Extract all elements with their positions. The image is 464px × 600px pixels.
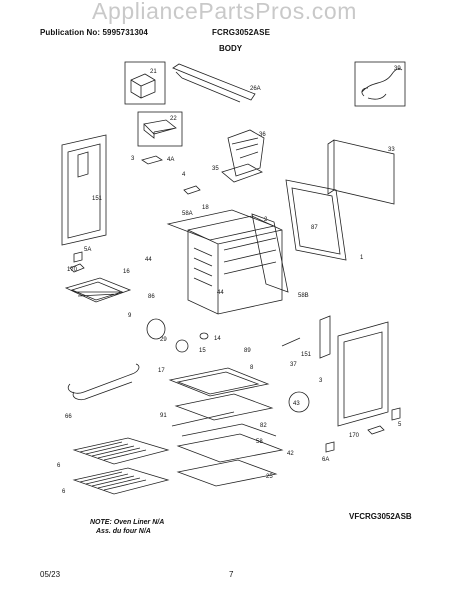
part-91	[171, 411, 235, 427]
part-label: 42	[287, 451, 294, 457]
watermark: AppliancePartsPros.com	[92, 0, 358, 24]
part-label: 5	[398, 422, 402, 428]
part-label: 39	[394, 66, 401, 72]
part-label: 3	[131, 156, 135, 162]
part-label: 36	[259, 132, 266, 138]
section-title: BODY	[219, 44, 243, 53]
part-label: 14	[214, 336, 221, 342]
part-label: 26A	[250, 86, 261, 92]
part-label: 58B	[298, 293, 309, 299]
part-label: 2	[264, 217, 268, 223]
part-label: 35	[212, 166, 219, 172]
part-14	[199, 332, 209, 340]
part-16	[64, 277, 132, 303]
part-1-right-panel	[285, 179, 347, 261]
part-label: 87	[311, 225, 318, 231]
part-label: 170	[67, 267, 78, 273]
part-label: 6	[62, 489, 66, 495]
part-label: 82	[260, 423, 267, 429]
inset-box-22	[137, 111, 183, 147]
part-36	[227, 129, 265, 177]
part-151-right	[319, 315, 331, 359]
note-line-1: NOTE: Oven Liner N/A	[90, 519, 165, 526]
footer-page-number: 7	[229, 570, 234, 579]
part-29	[146, 318, 166, 340]
part-label: 44	[217, 290, 224, 296]
part-label: 89	[244, 348, 251, 354]
part-label: 58A	[182, 211, 193, 217]
part-label: 29	[160, 337, 167, 343]
part-label: 66	[65, 414, 72, 420]
footer-date: 05/23	[40, 570, 61, 579]
part-58b	[251, 213, 289, 293]
part-label: 170	[349, 433, 360, 439]
part-170-right	[367, 425, 385, 435]
part-6-rack-lower	[72, 467, 170, 495]
part-4a	[141, 155, 163, 165]
part-label: 43	[293, 401, 300, 407]
part-label: 6	[57, 463, 61, 469]
part-label: 151	[301, 352, 312, 358]
part-170-left	[69, 263, 85, 273]
part-label: 16	[123, 269, 130, 275]
part-label: 21	[150, 69, 157, 75]
part-label: 91	[160, 413, 167, 419]
part-5-right	[391, 407, 401, 421]
part-82	[174, 393, 274, 421]
part-label: 18	[202, 205, 209, 211]
part-3-left-panel	[61, 134, 107, 246]
part-label: 58	[256, 439, 263, 445]
part-21	[130, 73, 156, 99]
part-label: 1	[360, 255, 364, 261]
part-label: 6A	[322, 457, 329, 463]
part-39	[361, 68, 403, 100]
oven-rack-lines	[193, 237, 277, 287]
part-label: 44	[145, 257, 152, 263]
part-2-oven-cavity	[187, 215, 283, 315]
part-4	[183, 185, 201, 195]
part-6-rack-upper	[72, 437, 170, 465]
part-label: 86	[148, 294, 155, 300]
part-33	[327, 139, 395, 205]
part-label: 17	[158, 368, 165, 374]
part-25	[176, 459, 278, 487]
part-label: 4A	[167, 157, 174, 163]
part-label: 25	[266, 474, 273, 480]
publication-number: Publication No: 5995731304	[40, 28, 148, 37]
part-6a	[325, 441, 335, 453]
part-label: 4	[182, 172, 186, 178]
inset-box-39	[354, 61, 406, 107]
part-label: 15	[199, 348, 206, 354]
model-number-top: FCRG3052ASE	[212, 28, 271, 37]
part-label: 5A	[84, 247, 91, 253]
part-label: 33	[388, 147, 395, 153]
part-26a	[172, 63, 256, 103]
inset-box-21	[124, 61, 166, 105]
part-label: 8	[250, 365, 254, 371]
part-label: 37	[290, 362, 297, 368]
part-8	[168, 367, 270, 397]
liner-note: NOTE: Oven Liner N/A Ass. du four N/A	[90, 518, 164, 536]
part-66	[67, 363, 140, 400]
part-label: 9	[128, 313, 132, 319]
model-label: VFCRG3052ASB	[349, 512, 412, 521]
part-42	[176, 433, 284, 463]
part-58	[181, 423, 277, 437]
part-label: 22	[170, 116, 177, 122]
part-22	[143, 119, 177, 139]
part-35	[221, 163, 263, 183]
note-line-2: Ass. du four N/A	[96, 528, 151, 535]
part-43	[288, 391, 310, 413]
part-5a-left	[73, 251, 83, 263]
part-37	[281, 337, 301, 347]
part-3-right-panel	[337, 321, 389, 427]
part-label: 151	[92, 196, 103, 202]
part-label: 3	[319, 378, 323, 384]
part-15	[175, 339, 189, 353]
part-151-left	[77, 151, 89, 178]
part-number-labels: 21 26A 39 22 36 33 4A 35 3 151 4 18 58A …	[57, 66, 402, 495]
